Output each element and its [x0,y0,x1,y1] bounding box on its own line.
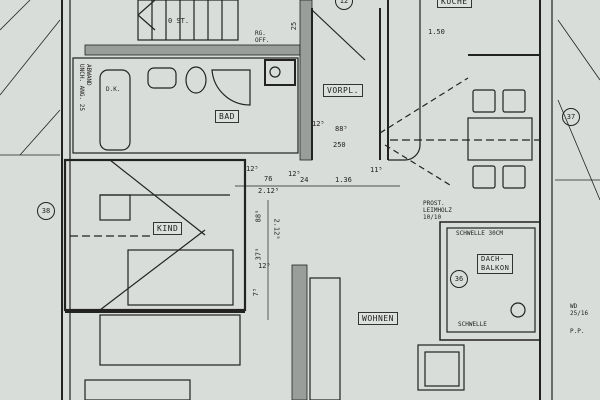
dim-corr-c: 2.12⁵ [258,187,280,195]
dim-kind-j: 37⁵ [254,247,263,261]
dim-stair-right: 25 [290,21,299,31]
dim-corr-d: 12⁵ [288,170,301,178]
dim-kind-h: 2.12⁵ [272,218,281,240]
room-label-vorpl: VORPL. [323,84,363,97]
dim-vorpl-door: 88⁵ [335,125,348,133]
marker-36: 36 [450,270,468,288]
note-schwelle-bottom: SCHWELLE [458,321,487,328]
dim-vorpl-offset: 12⁵ [312,120,325,128]
dim-kueche-width: 1.50 [428,28,445,36]
note-dach-post: PROST. LEIMHOLZ 10/10 [423,200,452,221]
note-bath-side: ABWAND UNCH. ANG. 25 [78,64,92,111]
note-pp: P.P. [570,328,585,335]
note-schwelle-top: SCHWELLE 30CM [456,230,503,237]
room-label-kind: KIND [153,222,183,235]
dim-corr-f: 1.36 [335,176,352,184]
room-label-kueche: KÜCHE [437,0,472,8]
dim-corr-b: 76 [264,175,273,183]
room-label-dachbalkon: DACH- BALKON [477,254,514,274]
room-label-bad: BAD [215,110,239,123]
note-bathtub: D.K. [106,86,121,93]
note-chimney: RG. OFF. [255,30,270,44]
dim-corr-e: 24 [300,176,309,184]
marker-38: 38 [37,202,55,220]
dim-kind-door: 88⁵ [254,209,263,223]
dim-corr-g: 11⁵ [370,166,383,174]
marker-37: 37 [562,108,580,126]
dim-kind-l: 7⁵ [252,287,261,297]
note-stair: 0 ST. [168,17,190,25]
note-wd: WD 25/16 [570,303,589,317]
dim-vorpl-width: 250 [333,141,346,149]
dim-kind-k: 12⁵ [258,262,271,270]
room-label-wohnen: WOHNEN [358,312,398,325]
dim-corr-a: 12⁵ [246,165,259,173]
